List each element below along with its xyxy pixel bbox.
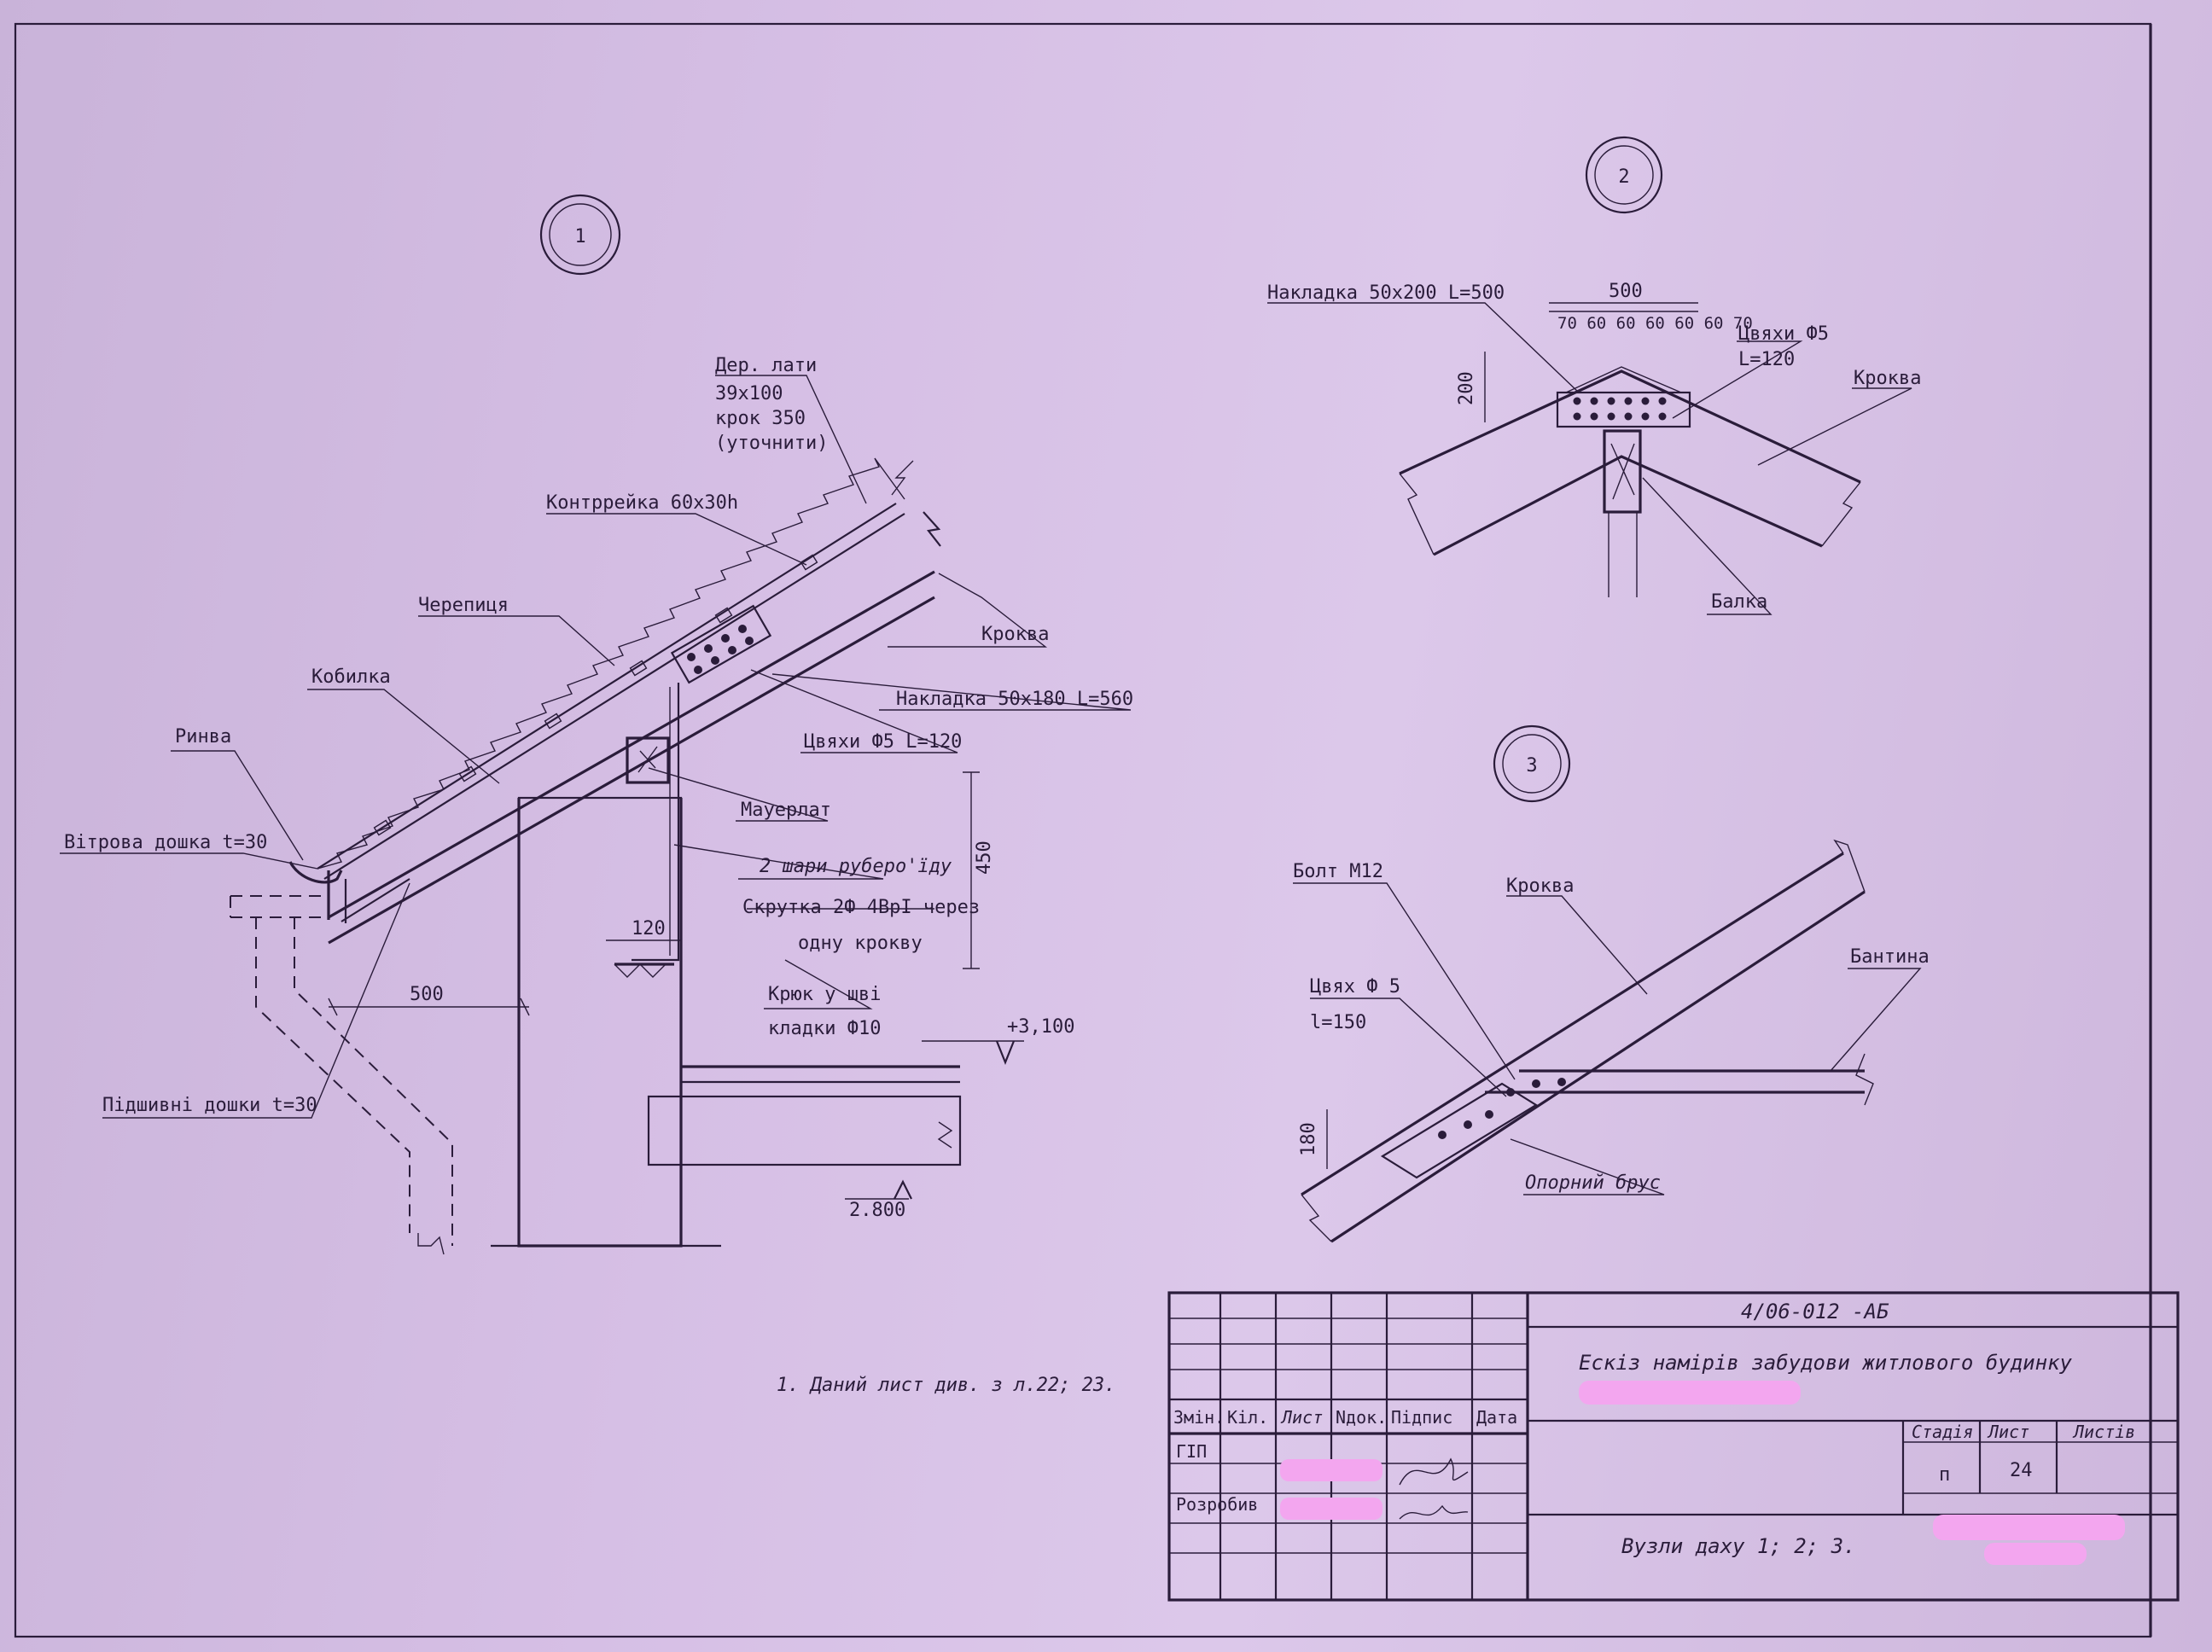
node1-marker-text: 1 xyxy=(574,226,585,247)
node2-labels-rafter-text: Кроква xyxy=(1854,368,1921,389)
node1-labels-wind_board-text: Вітрова дошка t=30 xyxy=(64,832,267,853)
node3-labels-nails_2-text: l=150 xyxy=(1310,1012,1366,1033)
support-timber xyxy=(1380,1082,1539,1179)
node2-labels-plate-text: Накладка 50x200 L=500 xyxy=(1267,282,1505,304)
node1-labels-twist_1-text: Скрутка 2Ф 4ВрI через xyxy=(742,897,980,918)
node1-labels-soffit-text: Підшивні дошки t=30 xyxy=(102,1095,317,1116)
brick-wall xyxy=(517,796,683,1248)
title_block-stage_headers-1-text: Лист xyxy=(1987,1422,2029,1442)
redacted-org-2 xyxy=(1984,1543,2087,1565)
redacted-name-2 xyxy=(1280,1498,1382,1520)
title_block-headers-2-text: Лист xyxy=(1280,1407,1323,1428)
title_block-stage_headers-0-text: Стадія xyxy=(1912,1422,1973,1442)
node1-labels-lath-1-text: 39x100 xyxy=(715,383,783,404)
node1-labels-dim_450-text: 450 xyxy=(974,841,995,875)
ridge-nails xyxy=(1573,397,1667,421)
node1-labels-level_bottom-text: 2.800 xyxy=(849,1200,905,1221)
node1-labels-plate-text: Накладка 50x180 L=560 xyxy=(896,689,1133,710)
redacted-org-1 xyxy=(1933,1515,2125,1540)
node3-labels-bolt-text: Болт М12 xyxy=(1293,861,1383,882)
node2-labels-nails_1-text: Цвяхи Ф5 xyxy=(1738,323,1829,345)
rafter-line xyxy=(328,570,935,919)
downpipe xyxy=(230,895,453,1255)
ceiling-slab xyxy=(647,1095,962,1166)
gutter xyxy=(288,861,343,884)
sheet-note: 1. Даний лист див. з л.22; 23. xyxy=(777,1375,1115,1396)
node1-labels-nails-text: Цвяхи Ф5 L=120 xyxy=(804,731,962,753)
title_block-sheet_name-text: Вузли даху 1; 2; 3. xyxy=(1621,1534,1856,1558)
node1-labels-counter-text: Контррейка 60x30h xyxy=(546,492,738,514)
title_block-stage-text: п xyxy=(1939,1464,1950,1486)
node1-labels-hook_2-text: кладки Ф10 xyxy=(768,1018,881,1039)
battens xyxy=(373,554,818,836)
redacted-name-1 xyxy=(1280,1459,1382,1481)
node1-labels-hook_1-text: Крюк у шві xyxy=(768,984,881,1005)
node3-labels-dim_180-text: 180 xyxy=(1298,1122,1319,1156)
node-2-marker: 2 xyxy=(1585,136,1663,214)
title_block-headers-3-text: Nдок. xyxy=(1336,1407,1387,1428)
title_block-roles-1-text: Розробив xyxy=(1176,1494,1258,1515)
node-2: 2 500 70 60 60 60 60 60 70 200 Накладка xyxy=(1267,136,1921,615)
title_block-headers-5-text: Дата xyxy=(1476,1407,1517,1428)
node1-labels-dim_500-text: 500 xyxy=(410,984,444,1005)
node3-labels-rafter-text: Кроква xyxy=(1506,875,1574,897)
overlay-plate xyxy=(670,604,772,684)
node1-labels-rafter-text: Кроква xyxy=(981,624,1049,645)
title_block-headers-1-text: Кіл. xyxy=(1227,1407,1268,1428)
node2-labels-beam-text: Балка xyxy=(1711,591,1767,613)
node1-labels-dim_120-text: 120 xyxy=(632,918,666,939)
mauerlat-beam xyxy=(626,736,670,784)
node2-marker-text: 2 xyxy=(1618,166,1629,188)
node2-labels-dim_200-text: 200 xyxy=(1456,371,1477,405)
ridge-plate xyxy=(1556,391,1691,428)
node2-labels-chain-text: 70 60 60 60 60 60 70 xyxy=(1557,314,1753,333)
title_block-headers-4-text: Підпис xyxy=(1391,1407,1452,1428)
node1-labels-mauerlat-text: Мауерлат xyxy=(741,800,831,821)
title_block-project-text: Ескіз намірів забудови житлового будинку xyxy=(1579,1351,2073,1375)
node1-labels-level_top-text: +3,100 xyxy=(1007,1016,1074,1038)
signature-2 xyxy=(1399,1504,1469,1520)
node2-labels-dim_500-text: 500 xyxy=(1609,281,1643,302)
redacted-address xyxy=(1579,1381,1801,1405)
node1-labels-felt-text: 2 шари руберо'їду xyxy=(760,856,952,877)
title_block-headers-0-text: Змін. xyxy=(1173,1407,1225,1428)
node-3: 3 180 Болт М12 Кроква Бантина Цвях Ф 5 l… xyxy=(1293,724,1930,1243)
node3-labels-nails_1-text: Цвях Ф 5 xyxy=(1310,976,1400,998)
node1-labels-twist_2-text: одну крокву xyxy=(798,933,923,954)
node1-labels-lath-3-text: (уточнити) xyxy=(715,433,828,454)
node1-labels-gutter-text: Ринва xyxy=(175,726,231,747)
title_block-code-text: 4/06-012 -АБ xyxy=(1741,1300,1889,1323)
node3-marker-text: 3 xyxy=(1526,755,1537,777)
title_block-sheet_no-text: 24 xyxy=(2010,1460,2033,1481)
signature-1 xyxy=(1399,1457,1469,1486)
node1-labels-tile-text: Черепиця xyxy=(418,595,509,616)
bolt-nails xyxy=(1438,1078,1566,1139)
node1-labels-lath-0-text: Дер. лати xyxy=(715,355,817,376)
nails-grid xyxy=(687,625,754,674)
node3-labels-collar-text: Бантина xyxy=(1850,946,1930,968)
node-1-marker: 1 xyxy=(539,194,621,276)
node1-labels-lath-2-text: крок 350 xyxy=(715,408,806,429)
title_block-stage_headers-2-text: Листів xyxy=(2072,1422,2135,1442)
node-3-marker: 3 xyxy=(1493,724,1571,803)
title-block: Змін. Кіл. Лист Nдок. Підпис Дата ГІП Ро… xyxy=(1167,1291,2180,1602)
node-1: 1 xyxy=(60,194,1133,1255)
node3-labels-support-text: Опорний брус xyxy=(1525,1172,1661,1194)
node2-labels-nails_2-text: L=120 xyxy=(1738,349,1795,370)
node1-labels-kobylka-text: Кобилка xyxy=(311,666,391,688)
beam xyxy=(1603,429,1642,514)
title_block-roles-0-text: ГІП xyxy=(1176,1441,1207,1462)
